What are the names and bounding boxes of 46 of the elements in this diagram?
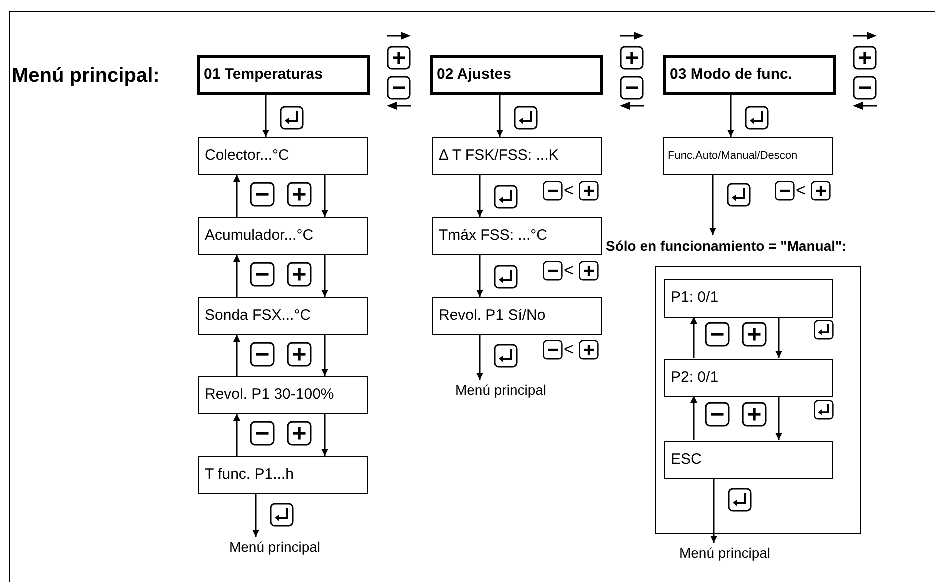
menu-item-box: T func. P1...h xyxy=(198,456,368,494)
menu-item-box: Sonda FSX...°C xyxy=(198,297,368,335)
menu-item-box: P1: 0/1 xyxy=(664,279,833,318)
arrow xyxy=(234,335,240,376)
menu-item-box: ESC xyxy=(664,441,833,479)
less-than-sign: < xyxy=(564,261,574,281)
arrow xyxy=(776,317,782,358)
arrow xyxy=(322,335,328,376)
menu-item-box: Tmáx FSS: ...°C xyxy=(432,217,602,255)
less-than-sign: < xyxy=(796,181,806,201)
menu-item-box: Func.Auto/Manual/Descon xyxy=(663,137,833,175)
menu-header-box: 01 Temperaturas xyxy=(197,55,370,95)
less-than-sign: < xyxy=(564,340,574,360)
arrow xyxy=(710,478,718,543)
arrow xyxy=(476,175,484,217)
less-than-sign: < xyxy=(564,181,574,201)
arrow xyxy=(262,95,270,137)
menu-item-box: Δ T FSK/FSS: ...K xyxy=(432,137,602,175)
menu-item-box: Acumulador...°C xyxy=(198,217,368,255)
menu-item-box: Revol. P1 30-100% xyxy=(198,376,368,414)
arrow xyxy=(234,175,240,217)
menu-item-box: Colector...°C xyxy=(198,137,368,175)
section-heading: Sólo en funcionamiento = "Manual": xyxy=(606,235,934,257)
arrow xyxy=(710,175,716,235)
menu-item-box: P2: 0/1 xyxy=(664,359,833,397)
arrow xyxy=(496,95,504,137)
menu-return-text: Menú principal xyxy=(660,543,790,563)
arrow xyxy=(690,396,698,440)
arrow xyxy=(322,255,328,297)
arrow xyxy=(776,396,782,440)
arrow xyxy=(728,95,734,137)
arrow xyxy=(476,255,484,297)
arrow xyxy=(322,175,328,217)
title: Menú principal: xyxy=(12,64,160,89)
arrow xyxy=(234,414,240,456)
arrow xyxy=(252,494,260,537)
group-box xyxy=(655,266,861,534)
menu-header-box: 02 Ajustes xyxy=(430,55,603,95)
menu-item-box: Revol. P1 Sí/No xyxy=(432,297,602,335)
menu-header-box: 03 Modo de func. xyxy=(663,55,836,95)
arrow xyxy=(690,317,698,358)
arrow xyxy=(322,414,328,456)
arrow xyxy=(234,255,240,297)
menu-return-text: Menú principal xyxy=(210,537,340,557)
menu-return-text: Menú principal xyxy=(436,380,566,400)
arrow xyxy=(476,335,484,380)
